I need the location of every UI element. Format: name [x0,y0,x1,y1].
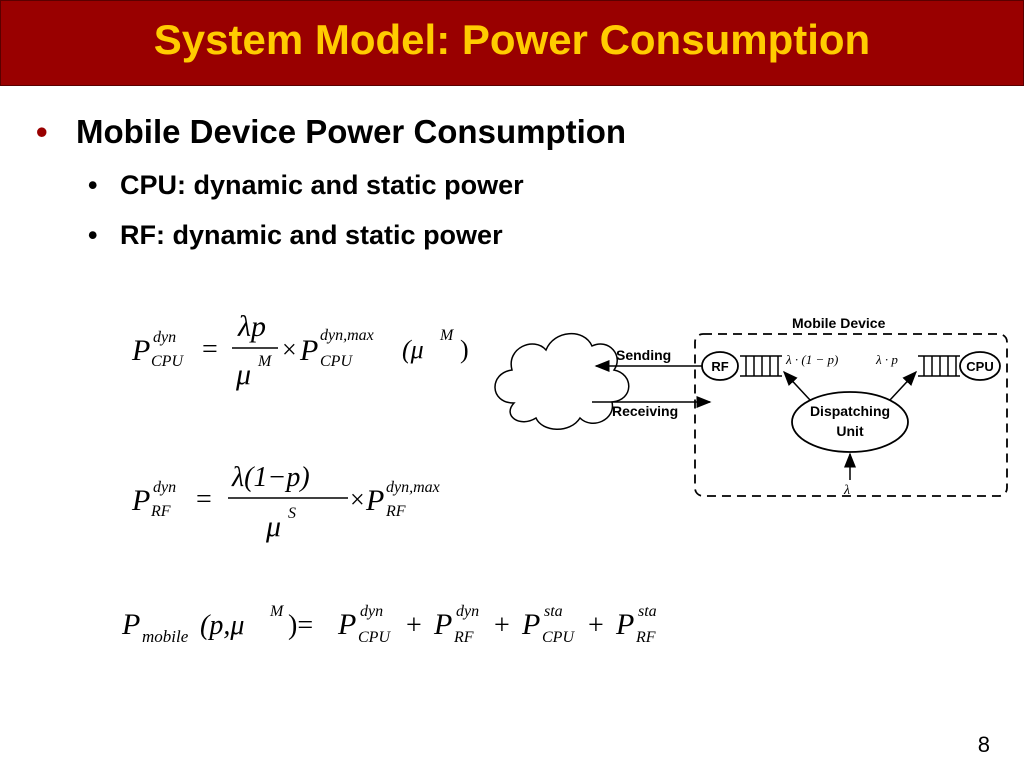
formula-equals: = [196,484,212,515]
formula-sup: dyn [153,479,176,496]
formula-sub: CPU [151,353,184,370]
formula-cpu-power: P dyn CPU = λp μ M × P dyn,max CPU (μ M … [131,310,469,391]
formula-total-power: P mobile (p,μ M )= P dyn CPU + P dyn RF … [121,603,657,646]
formula-sup: dyn [456,603,479,620]
formula-sup: M [257,353,273,370]
page-number: 8 [977,732,990,757]
bullet-text: Mobile Device Power Consumption [76,113,627,150]
bullet-marker: • [88,220,98,250]
lambda-label: λ [843,483,850,498]
formula-times: × [282,335,297,364]
rf-queue [740,355,782,377]
formula-sub: CPU [358,629,391,646]
formula-numerator: λp [237,310,266,343]
formula-sub: RF [635,629,656,646]
formula-sub: RF [453,629,474,646]
system-diagram: Mobile Device Sending Receiving RF λ · (… [494,315,1008,498]
formula-plus: + [588,610,604,641]
formula-symbol: P [615,608,634,641]
formula-symbol: P [299,334,318,367]
formula-equals: = [202,334,218,365]
formula-sub: CPU [542,629,575,646]
bullet-mobile-power: • Mobile Device Power Consumption [36,112,626,152]
formula-sup: M [439,327,455,344]
cpu-queue [918,355,960,377]
formula-argument: (p,μ [200,610,244,641]
mobile-device-box [694,333,1008,497]
formula-paren-equals: )= [288,610,313,641]
cloud-icon [494,332,630,430]
formula-symbol: P [521,608,540,641]
formula-rf-power: P dyn RF = λ(1−p) μ S × P dyn,max RF [131,462,440,543]
formula-symbol: P [131,334,150,367]
formula-sub: mobile [142,627,189,646]
formula-sup: dyn,max [320,327,374,344]
formula-numerator: λ(1−p) [231,462,310,493]
dispatch-to-cpu-arrow [889,370,918,401]
formula-symbol: P [433,608,452,641]
formula-argument: (μ [402,335,424,364]
formula-sup: S [288,505,296,522]
formula-denominator: μ [265,510,281,543]
formula-sup: dyn [360,603,383,620]
dispatching-label-line2: Unit [836,423,864,439]
cpu-node [959,351,1001,381]
dispatching-label-line1: Dispatching [810,403,890,419]
rate-rf-label: λ · (1 − p) [785,352,838,367]
formula-sup: sta [544,603,563,620]
formula-times: × [350,485,365,514]
cpu-label: CPU [966,359,993,374]
mobile-device-label: Mobile Device [792,315,886,331]
formula-plus: + [494,610,510,641]
formula-sub: RF [150,503,171,520]
rf-label: RF [711,359,728,374]
rate-cpu-label: λ · p [875,352,898,367]
bullet-marker: • [88,170,98,200]
formula-plus: + [406,610,422,641]
receiving-label: Receiving [612,403,678,419]
dispatching-unit-node [791,391,909,453]
bullet-rf-power: • RF: dynamic and static power [88,218,503,252]
formula-sup: dyn [153,329,176,346]
formula-sup: M [269,603,285,620]
bullet-cpu-power: • CPU: dynamic and static power [88,168,524,202]
bullet-text: RF: dynamic and static power [120,220,503,250]
sending-label: Sending [616,347,671,363]
formula-symbol: P [121,608,140,641]
formula-sup: dyn,max [386,479,440,496]
bullet-marker: • [36,113,48,150]
formula-symbol: P [337,608,356,641]
formula-denominator: μ [235,358,251,391]
rf-node [701,351,739,381]
bullet-text: CPU: dynamic and static power [120,170,524,200]
slide-title: System Model: Power Consumption [153,16,871,63]
formula-sup: sta [638,603,657,620]
formula-paren: ) [460,335,469,364]
title-bar [0,0,1024,86]
formula-symbol: P [365,484,384,517]
formula-sub: RF [385,503,406,520]
dispatch-to-rf-arrow [782,370,811,401]
formula-symbol: P [131,484,150,517]
formula-sub: CPU [320,353,353,370]
